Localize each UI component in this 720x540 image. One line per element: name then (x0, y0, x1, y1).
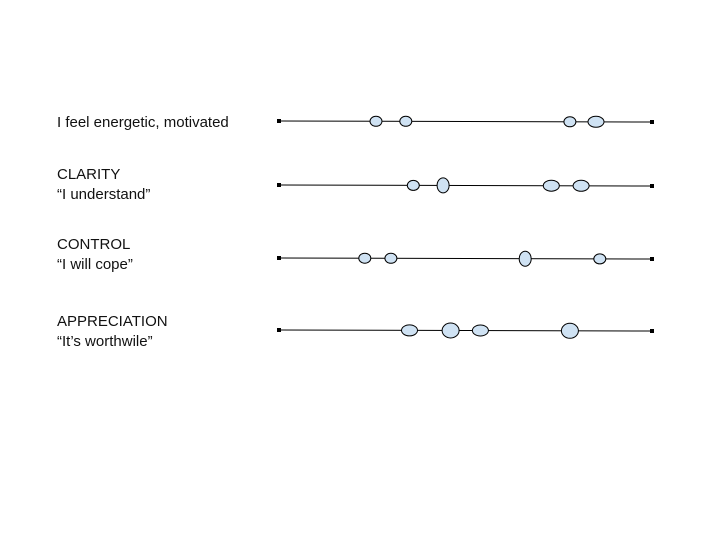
scale-start-marker (277, 119, 281, 123)
rating-dot (369, 115, 383, 127)
label-quote: “I will cope” (57, 256, 133, 273)
scale-end-marker (650, 257, 654, 261)
scale-end-marker (650, 184, 654, 188)
scale-row (277, 177, 654, 194)
scale-start-marker (277, 328, 281, 332)
label-quote: “It’s worthwile” (57, 333, 153, 350)
rating-dot (471, 324, 489, 337)
rating-dot (358, 252, 372, 264)
label-quote: “I understand” (57, 186, 151, 203)
label-line: I feel energetic, motivated (57, 114, 229, 131)
label-heading: CLARITY (57, 166, 121, 183)
statement-label-appreciation: APPRECIATION “It’s worthwile” (57, 312, 168, 352)
rating-dot (560, 322, 579, 339)
scale-line (278, 257, 653, 260)
statement-label-clarity: CLARITY “I understand” (57, 165, 150, 205)
rating-dot (406, 179, 420, 191)
rating-dot (401, 324, 418, 337)
scale-row (277, 250, 654, 267)
scale-line (278, 329, 653, 332)
statement-label-energy: I feel energetic, motivated (57, 113, 229, 133)
rating-dot (436, 177, 450, 194)
scale-start-marker (277, 183, 281, 187)
scale-end-marker (650, 329, 654, 333)
rating-dot (399, 115, 413, 127)
scale-row (277, 322, 654, 339)
scale-line (278, 184, 653, 187)
rating-dot (518, 250, 532, 267)
rating-dot (441, 322, 460, 339)
scale-row (277, 115, 654, 128)
rating-dot (587, 115, 605, 128)
rating-dot (593, 253, 607, 265)
rating-dot (542, 179, 560, 192)
statement-label-control: CONTROL “I will cope” (57, 235, 133, 275)
label-heading: CONTROL (57, 236, 131, 253)
scale-start-marker (277, 256, 281, 260)
scale-end-marker (650, 120, 654, 124)
label-heading: APPRECIATION (57, 313, 168, 330)
rating-dot (384, 252, 398, 264)
rating-dot (572, 179, 590, 192)
rating-dot (563, 116, 577, 128)
